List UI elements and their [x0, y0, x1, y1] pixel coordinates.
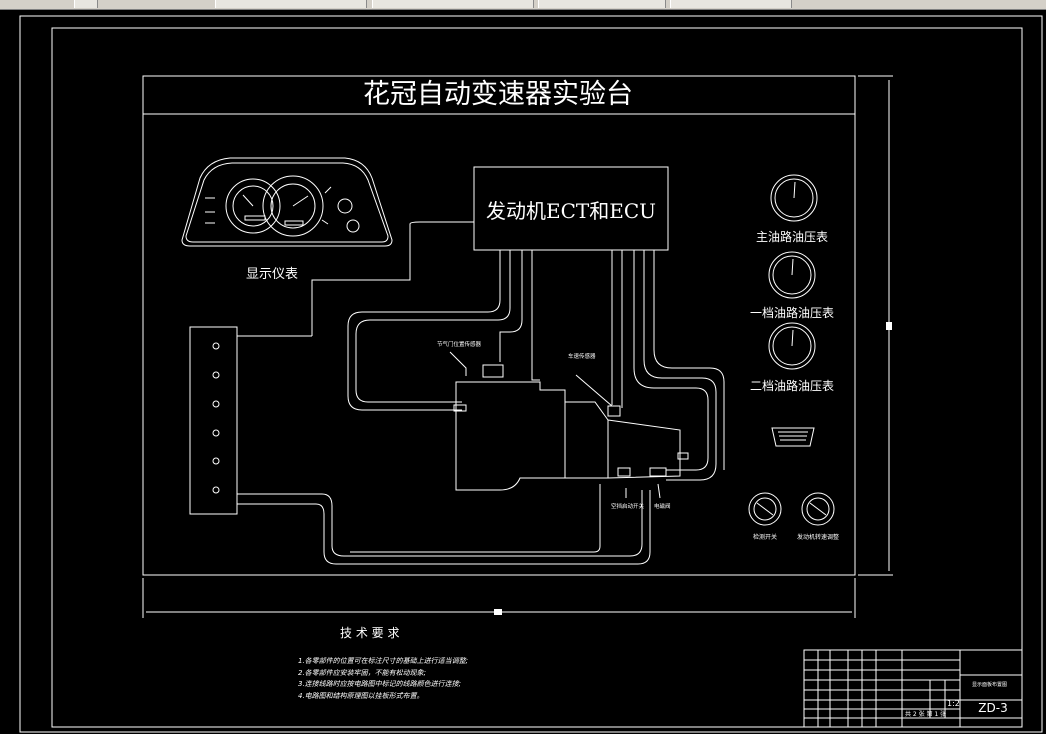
instrument-label: 显示仪表: [246, 267, 298, 282]
title-block-sheets: 共 2 张 第 1 张: [905, 710, 946, 718]
oil-pressure-gauge-main: [770, 174, 818, 222]
title-block: [803, 649, 1023, 728]
knob-label-speed: 发动机转速调整: [797, 533, 839, 541]
grip-handle[interactable]: [494, 609, 502, 615]
toolbar-dropdown-lineweight[interactable]: [538, 0, 666, 8]
ecu-box: [473, 166, 669, 251]
throttle-sensor: [482, 364, 504, 378]
transmission-body: [449, 351, 689, 499]
knob-label-check: 检测开关: [753, 533, 777, 541]
gauge-label-first: 一档油路油压表: [750, 305, 834, 320]
cad-drawing-canvas[interactable]: 花冠自动变速器实验台 发动机ECT和ECU 显示仪表 主油路油压表 一档油路油压…: [0, 9, 1046, 734]
cad-toolbar-strip: [0, 0, 1046, 10]
wire-harness: [237, 250, 725, 565]
board-title: 花冠自动变速器实验台: [363, 79, 633, 110]
knob-engine-speed: [801, 492, 835, 526]
title-block-name: 显示面板布置图: [972, 681, 1007, 688]
label-speed-sensor: 车速传感器: [568, 352, 596, 360]
speed-sensor: [607, 405, 621, 417]
oil-pressure-gauge-first: [768, 251, 816, 299]
tech-requirements-heading: 技 术 要 求: [340, 626, 400, 640]
diagnostic-connector: [771, 427, 815, 447]
outer-border: [19, 15, 1043, 733]
gauge-label-second: 二档油路油压表: [750, 378, 834, 393]
board-outline: [142, 75, 856, 576]
knob-check-switch: [748, 492, 782, 526]
instrument-cluster: [181, 157, 393, 247]
toolbar-dropdown-color[interactable]: [670, 0, 792, 8]
label-solenoid-valve: 电磁阀: [654, 502, 671, 510]
tech-requirement-item: 2.各零部件应安装牢固，不能有松动现象;: [298, 668, 427, 677]
label-neutral-switch: 空挡启动开关: [611, 502, 645, 510]
title-block-scale: 1:2: [947, 699, 960, 708]
tech-requirement-item: 3.连接线路时应按电路图中标记的线路颜色进行连接;: [298, 680, 462, 688]
oil-pressure-gauge-second: [768, 322, 816, 370]
gauge-label-main: 主油路油压表: [756, 229, 828, 244]
tech-requirement-item: 4.电路图和结构原理图以挂板形式布置。: [298, 691, 424, 700]
toolbar-dropdown-linetype[interactable]: [372, 0, 534, 8]
ecu-label: 发动机ECT和ECU: [486, 199, 656, 223]
tech-requirement-item: 1.各零部件的位置可在标注尺寸的基础上进行适当调整;: [298, 657, 469, 665]
grip-handle[interactable]: [886, 322, 892, 330]
toolbar-dropdown-layer[interactable]: [215, 0, 367, 8]
connector-panel: [189, 326, 238, 515]
wire-display-ecu: [311, 221, 474, 336]
tech-requirements-list: 1.各零部件的位置可在标注尺寸的基础上进行适当调整; 2.各零部件应安装牢固，不…: [298, 656, 578, 702]
inner-frame: [51, 27, 1023, 728]
label-throttle-sensor: 节气门位置传感器: [437, 340, 482, 348]
toolbar-icon-button[interactable]: [74, 0, 98, 8]
title-block-drawing-no: ZD-3: [978, 701, 1007, 715]
